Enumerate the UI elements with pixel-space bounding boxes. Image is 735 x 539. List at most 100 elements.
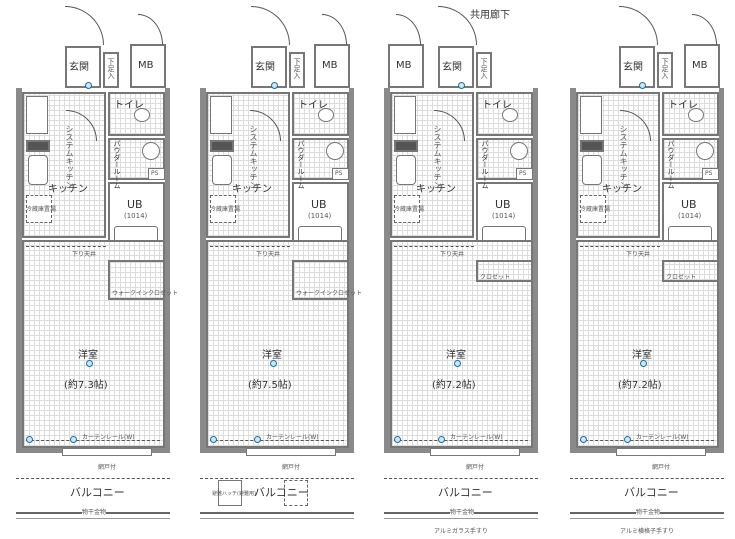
light-dot <box>640 360 647 367</box>
evacuation-hatch <box>218 480 242 506</box>
entrance-room <box>438 46 474 88</box>
shoe-cabinet-label: 下足入 <box>480 58 488 79</box>
wall <box>349 88 354 453</box>
entrance-room <box>251 46 287 88</box>
fridge-label: 冷蔵庫置場 <box>26 206 57 213</box>
toilet <box>662 92 719 136</box>
meter-box <box>314 44 350 88</box>
screen-label: 網戸付 <box>652 464 671 471</box>
powder-room-label: パウダールーム <box>667 140 675 189</box>
drying-rack-label: 物干金物 <box>636 507 661 516</box>
outlet-dot <box>438 436 445 443</box>
window-sash <box>616 448 706 456</box>
shoe-cabinet-label: 下足入 <box>293 58 301 79</box>
kitchen-label: キッチン <box>416 184 456 195</box>
room-size-label: (約7.2帖) <box>432 380 476 391</box>
ps-label: PS <box>335 170 343 177</box>
ub-label: UB <box>127 198 143 211</box>
fridge-space <box>394 195 420 223</box>
wall <box>570 88 576 453</box>
ceiling-note: 下り天井 <box>256 251 281 258</box>
meter-box-label: MB <box>396 60 412 71</box>
fridge-space <box>580 195 606 223</box>
entrance-label: 玄関 <box>69 62 89 73</box>
screen-label: 網戸付 <box>282 464 301 471</box>
ub-size-label: (1014) <box>492 212 516 220</box>
shoe-cabinet <box>289 52 305 88</box>
kitchen-label: キッチン <box>232 184 272 195</box>
toilet-label: トイレ <box>668 100 698 111</box>
closet <box>476 260 533 282</box>
meter-box <box>130 44 166 88</box>
system-kitchen-label: システムキッチン <box>619 125 628 189</box>
room-size-label: (約7.5帖) <box>248 380 292 391</box>
outlet-dot <box>254 436 261 443</box>
closet-label: クロゼット <box>666 274 697 281</box>
fridge-label: 冷蔵庫置場 <box>394 206 425 213</box>
storage <box>210 96 232 134</box>
mb-door <box>322 14 347 45</box>
ps-box <box>516 168 533 180</box>
ps-box <box>702 168 719 180</box>
window-sash <box>430 448 520 456</box>
entrance-door <box>65 6 104 45</box>
system-kitchen-label: システムキッチン <box>65 125 74 189</box>
wall <box>384 88 390 453</box>
ub-size-label: (1014) <box>124 212 148 220</box>
mb-door <box>692 14 717 45</box>
outlet-dot <box>580 436 587 443</box>
drying-rack-label: 物干金物 <box>82 507 107 516</box>
entrance-door <box>251 6 290 45</box>
stove <box>394 140 418 152</box>
screen-label: 網戸付 <box>466 464 485 471</box>
sink <box>28 155 48 185</box>
curtain-line <box>580 440 714 441</box>
stove <box>580 140 604 152</box>
mb-door <box>396 14 421 45</box>
room-label: 洋室 <box>632 350 652 361</box>
curtain-label: カーテンレール(W) <box>450 434 503 441</box>
closet <box>662 260 719 282</box>
hatch-label: 避難ハッチ(避難用) <box>212 491 256 497</box>
shoe-cabinet-label: 下足入 <box>107 58 115 79</box>
entrance-room <box>65 46 101 88</box>
ceiling-note: 下り天井 <box>626 251 651 258</box>
outlet-dot <box>26 436 33 443</box>
light-dot <box>86 360 93 367</box>
washbasin <box>326 142 344 160</box>
fixture-dot <box>271 82 278 89</box>
washbasin <box>142 142 160 160</box>
balcony-label: バルコニー <box>254 486 309 499</box>
powder-room-label: パウダールーム <box>113 140 121 189</box>
wall <box>533 88 538 453</box>
ps-box <box>148 168 165 180</box>
ub-label: UB <box>311 198 327 211</box>
meter-box-label: MB <box>322 60 338 71</box>
toilet-bowl <box>134 108 150 122</box>
ps-label: PS <box>705 170 713 177</box>
outlet-dot <box>210 436 217 443</box>
kitchen-label: キッチン <box>48 184 88 195</box>
railing-label: アルミ横格子手すり <box>620 528 674 535</box>
powder-room-label: パウダールーム <box>297 140 305 189</box>
sink <box>582 155 602 185</box>
washbasin <box>696 142 714 160</box>
wall <box>200 88 206 453</box>
shoe-cabinet-label: 下足入 <box>661 58 669 79</box>
balcony-line <box>384 478 538 479</box>
railing-line <box>570 518 724 519</box>
ub-size-label: (1014) <box>678 212 702 220</box>
curtain-line <box>394 440 528 441</box>
sink <box>396 155 416 185</box>
ps-label: PS <box>151 170 159 177</box>
fixture-dot <box>85 82 92 89</box>
toilet-label: トイレ <box>482 100 512 111</box>
toilet-label: トイレ <box>114 100 144 111</box>
kitchen-label: キッチン <box>602 184 642 195</box>
shoe-cabinet <box>476 52 492 88</box>
storage <box>26 96 48 134</box>
ceiling-line <box>210 246 290 247</box>
room-size-label: (約7.2帖) <box>618 380 662 391</box>
